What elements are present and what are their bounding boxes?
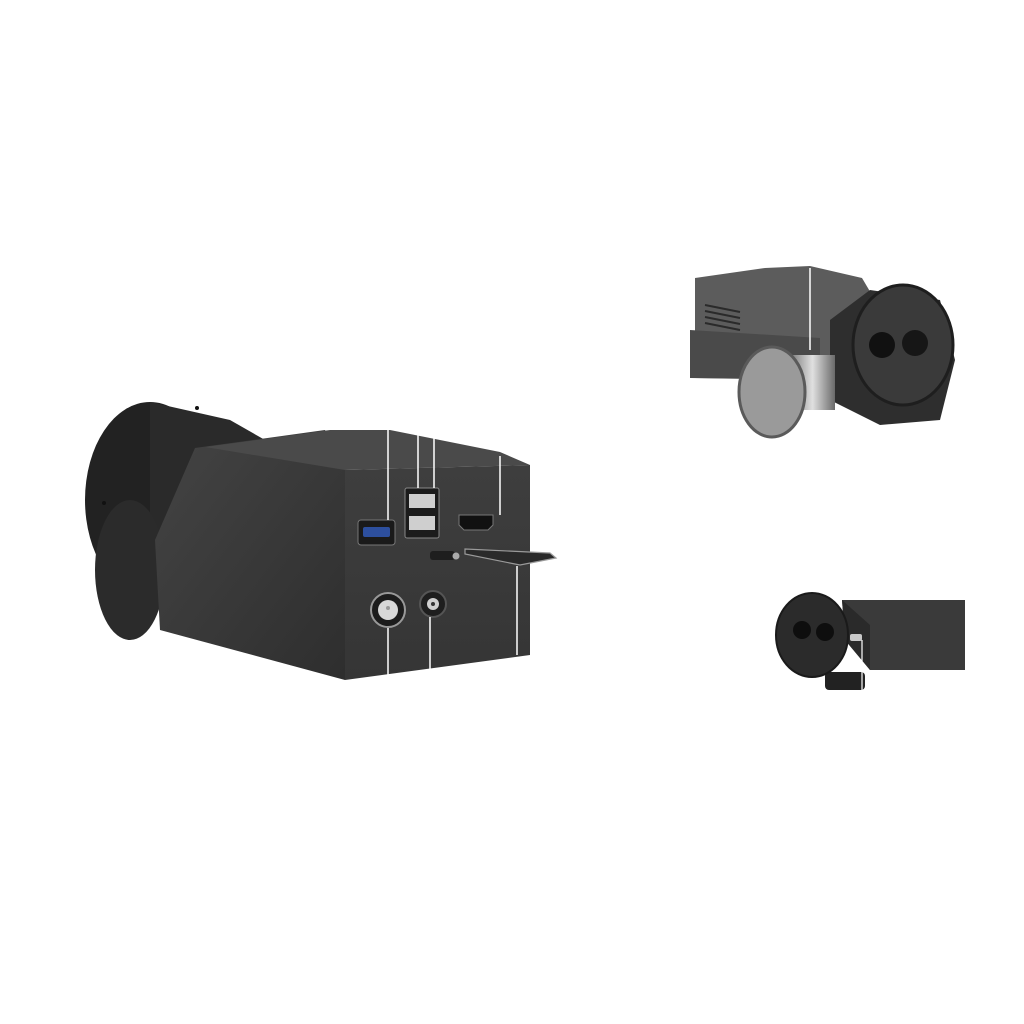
main-camera-view [85,402,558,680]
lever-switch [430,548,558,566]
camera-body-side [155,430,345,680]
front-camera-view [775,592,965,692]
dual-lens-mount [775,592,849,678]
camera-body-top [205,430,530,470]
screw [850,634,862,641]
vent-slots [704,304,741,331]
power-button [370,592,406,628]
dc-power-jack [419,590,447,618]
knob [737,345,807,439]
lens-ring [95,500,165,640]
side-camera-view [690,266,955,439]
callout-leader-lines [387,430,518,680]
hdmi-port [458,514,494,531]
box-body [842,600,965,670]
